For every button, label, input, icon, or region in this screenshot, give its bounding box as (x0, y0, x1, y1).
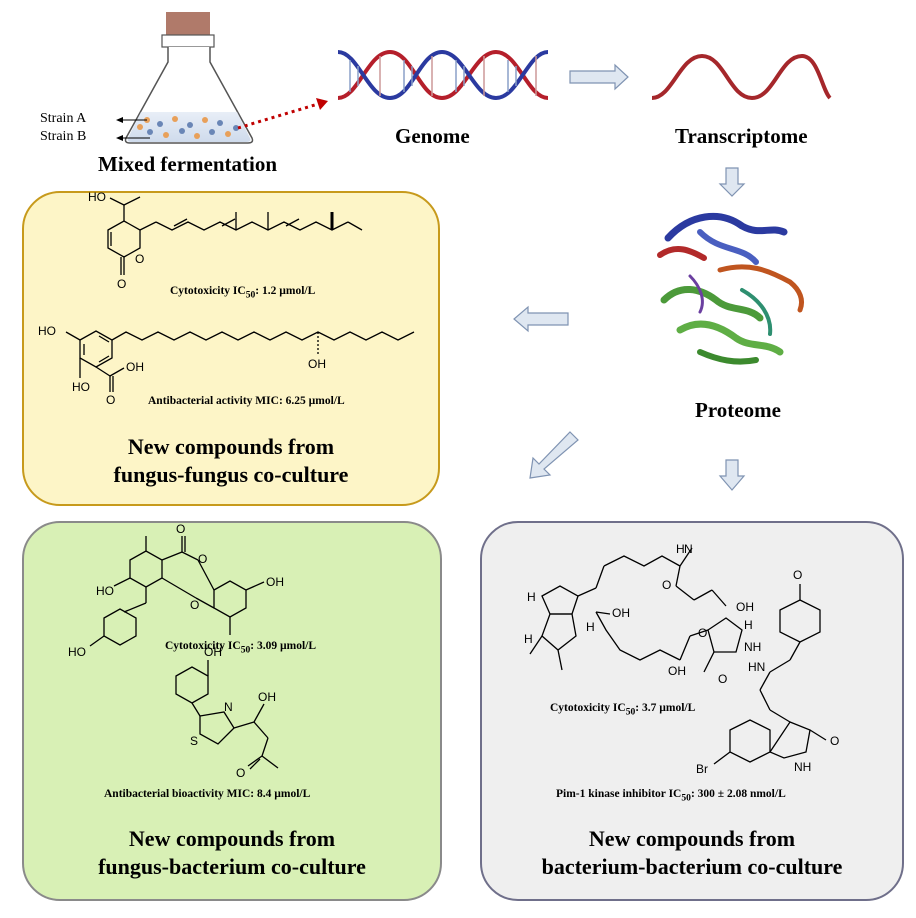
atom-label: NH (744, 640, 762, 654)
bacterium-bacterium-title-line1: New compounds from (588, 826, 796, 851)
atom-label: O (662, 578, 672, 592)
atom-label: OH (126, 360, 144, 374)
atom-label: N (684, 542, 693, 556)
bb-cytotoxicity-note: Cytotoxicity IC50: 3.7 µmol/L (550, 702, 696, 718)
bacterium-bacterium-title-line2: bacterium-bacterium co-culture (541, 854, 843, 879)
atom-label: HN (748, 660, 766, 674)
atom-label: O (106, 393, 116, 407)
compound-depsidone-structure (89, 536, 265, 647)
mixed-fermentation-label: Mixed fermentation (98, 152, 278, 176)
atom-label: OH (258, 690, 276, 704)
fungus-fungus-title-line1: New compounds from (127, 434, 335, 459)
fungus-bacterium-box: New compounds from fungus-bacterium co-c… (22, 521, 442, 901)
arrow-genome-transcriptome (569, 63, 629, 91)
transcriptome-label: Transcriptome (675, 124, 808, 148)
arrow-transcriptome-proteome (718, 167, 746, 197)
fb-antibacterial-note: Antibacterial bioactivity MIC: 8.4 µmol/… (104, 788, 311, 800)
atom-label: HO (96, 584, 114, 598)
fungus-bacterium-title: New compounds from fungus-bacterium co-c… (24, 825, 440, 881)
atom-label: O (236, 766, 246, 780)
compound-thiazole-structure (175, 660, 279, 770)
bb-kinase-note: Pim-1 kinase inhibitor IC50: 300 ± 2.08 … (556, 788, 786, 804)
atom-label: HO (38, 324, 56, 338)
ff-cytotoxicity-note: Cytotoxicity IC50: 1.2 µmol/L (170, 285, 316, 301)
atom-label: N (224, 700, 233, 714)
atom-label: O (698, 626, 708, 640)
arrow-proteome-fungus-fungus (513, 305, 569, 333)
protein-structure-icon (657, 212, 805, 365)
atom-label: O (793, 568, 803, 582)
strain-b-label: Strain B (40, 129, 87, 144)
compound-pyranone-structure (107, 196, 363, 275)
flask-icon (116, 12, 254, 144)
bacterium-bacterium-title: New compounds from bacterium-bacterium c… (482, 825, 902, 881)
flask-stopper (166, 12, 210, 36)
atom-label: HO (88, 190, 106, 204)
proteome-label: Proteome (695, 398, 781, 422)
arrow-proteome-bacterium-bacterium (718, 459, 746, 491)
atom-label: OH (612, 606, 630, 620)
rna-strand-icon (651, 53, 832, 101)
dotted-arrow (237, 98, 328, 130)
bacterium-bacterium-box: New compounds from bacterium-bacterium c… (480, 521, 904, 901)
atom-label: NH (794, 760, 812, 774)
atom-label: H (524, 632, 533, 646)
atom-label: O (176, 522, 186, 536)
atom-label: O (135, 252, 145, 266)
dna-helix-icon (337, 49, 549, 101)
atom-label: S (190, 734, 199, 748)
fungus-fungus-title: New compounds from fungus-fungus co-cult… (24, 433, 438, 489)
atom-label: OH (668, 664, 686, 678)
compound-macrolactam-structure (529, 547, 743, 673)
arrow-proteome-fungus-bacterium (529, 431, 579, 479)
compound-resorcylic-structure (65, 330, 415, 392)
fb-cytotoxicity-note: Cytotoxicity IC50: 3.09 µmol/L (165, 640, 317, 656)
genome-label: Genome (395, 124, 470, 148)
fungus-bacterium-title-line2: fungus-bacterium co-culture (98, 854, 366, 879)
atom-label: Br (696, 762, 708, 776)
atom-label: H (586, 620, 595, 634)
atom-label: OH (204, 645, 222, 659)
fungus-fungus-box: New compounds from fungus-fungus co-cult… (22, 191, 440, 506)
atom-label: O (830, 734, 840, 748)
fungus-fungus-title-line2: fungus-fungus co-culture (113, 462, 349, 487)
fungus-bacterium-title-line1: New compounds from (128, 826, 336, 851)
atom-label: H (527, 590, 536, 604)
atom-label: H (676, 542, 685, 556)
strain-a-label: Strain A (40, 111, 87, 126)
atom-label: HO (72, 380, 90, 394)
atom-label: OH (308, 357, 326, 371)
atom-label: O (198, 552, 208, 566)
atom-label: O (190, 598, 200, 612)
compound-indolinone-structure (713, 584, 827, 765)
atom-label: OH (266, 575, 284, 589)
ff-antibacterial-note: Antibacterial activity MIC: 6.25 µmol/L (148, 395, 345, 407)
atom-label: O (718, 672, 728, 686)
atom-label: OH (736, 600, 754, 614)
atom-label: HO (68, 645, 86, 659)
atom-label: O (117, 277, 127, 291)
atom-label: H (744, 618, 753, 632)
